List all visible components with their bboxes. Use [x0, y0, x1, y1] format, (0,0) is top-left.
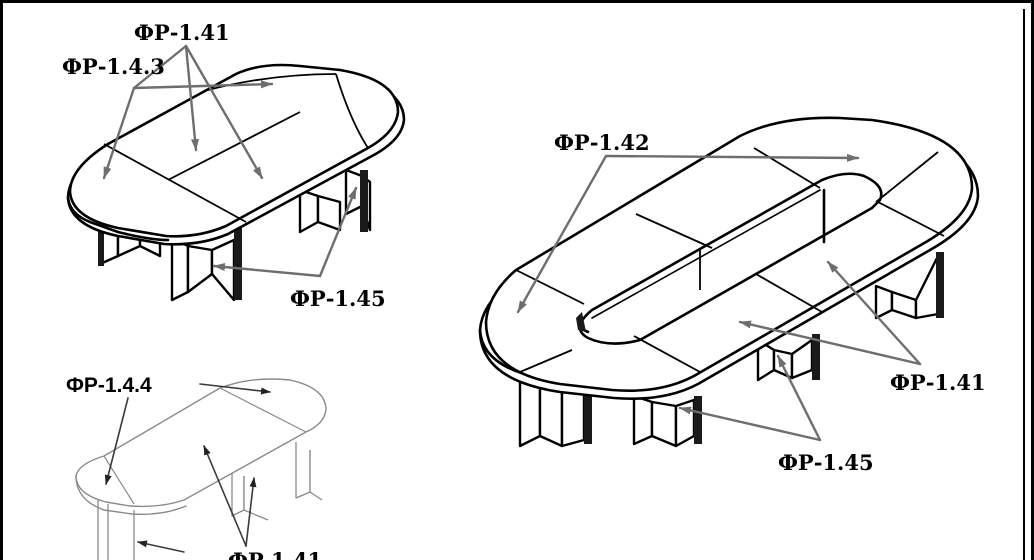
table-oval-small: [66, 63, 406, 302]
label-fr144-table3: ФР-1.4.4: [66, 374, 152, 397]
table-ring-large: [478, 116, 980, 448]
label-fr141-table2: ФР-1.41: [890, 370, 986, 395]
label-fr141-table1: ФР-1.41: [134, 20, 230, 45]
callouts-table-1: [102, 44, 358, 278]
callouts-table-2: [516, 153, 922, 442]
label-fr143-table1: ФР-1.4.3: [62, 54, 165, 79]
table-legs: [98, 168, 372, 302]
label-fr145-table2: ФР-1.45: [778, 450, 874, 475]
label-fr142-table2: ФР-1.42: [554, 130, 650, 155]
table-oval-faint: [75, 378, 327, 560]
label-fr141-table3: ФР 1.41: [228, 548, 322, 560]
callouts-table-3: [104, 383, 271, 553]
label-fr145-table1: ФР-1.45: [290, 286, 386, 311]
